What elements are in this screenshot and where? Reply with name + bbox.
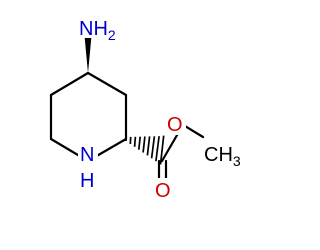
carbonyl-oxygen-label: O [151, 178, 173, 202]
bond-c5-c4 [49, 71, 90, 97]
carbonyl-oxygen-symbol: O [155, 180, 171, 202]
ring-nitrogen-hydrogen: H [80, 170, 94, 192]
ring-nitrogen-label: N H [78, 143, 98, 192]
chemical-structure: N H NH2 O O CH3 [49, 14, 247, 202]
ester-oxygen-label: O [166, 113, 186, 136]
hash-bond-ester [125, 135, 165, 165]
amine-label: NH2 [77, 14, 117, 43]
methyl-symbol: CH3 [204, 144, 241, 169]
bond-c4-c3 [86, 71, 128, 97]
ring-nitrogen-symbol: N [80, 144, 94, 166]
methyl-label: CH3 [203, 141, 247, 169]
bond-c-oester [160, 128, 182, 163]
ester-oxygen-symbol: O [167, 114, 183, 136]
wedge-bond-amine [84, 36, 92, 73]
amine-symbol: NH2 [79, 18, 116, 43]
